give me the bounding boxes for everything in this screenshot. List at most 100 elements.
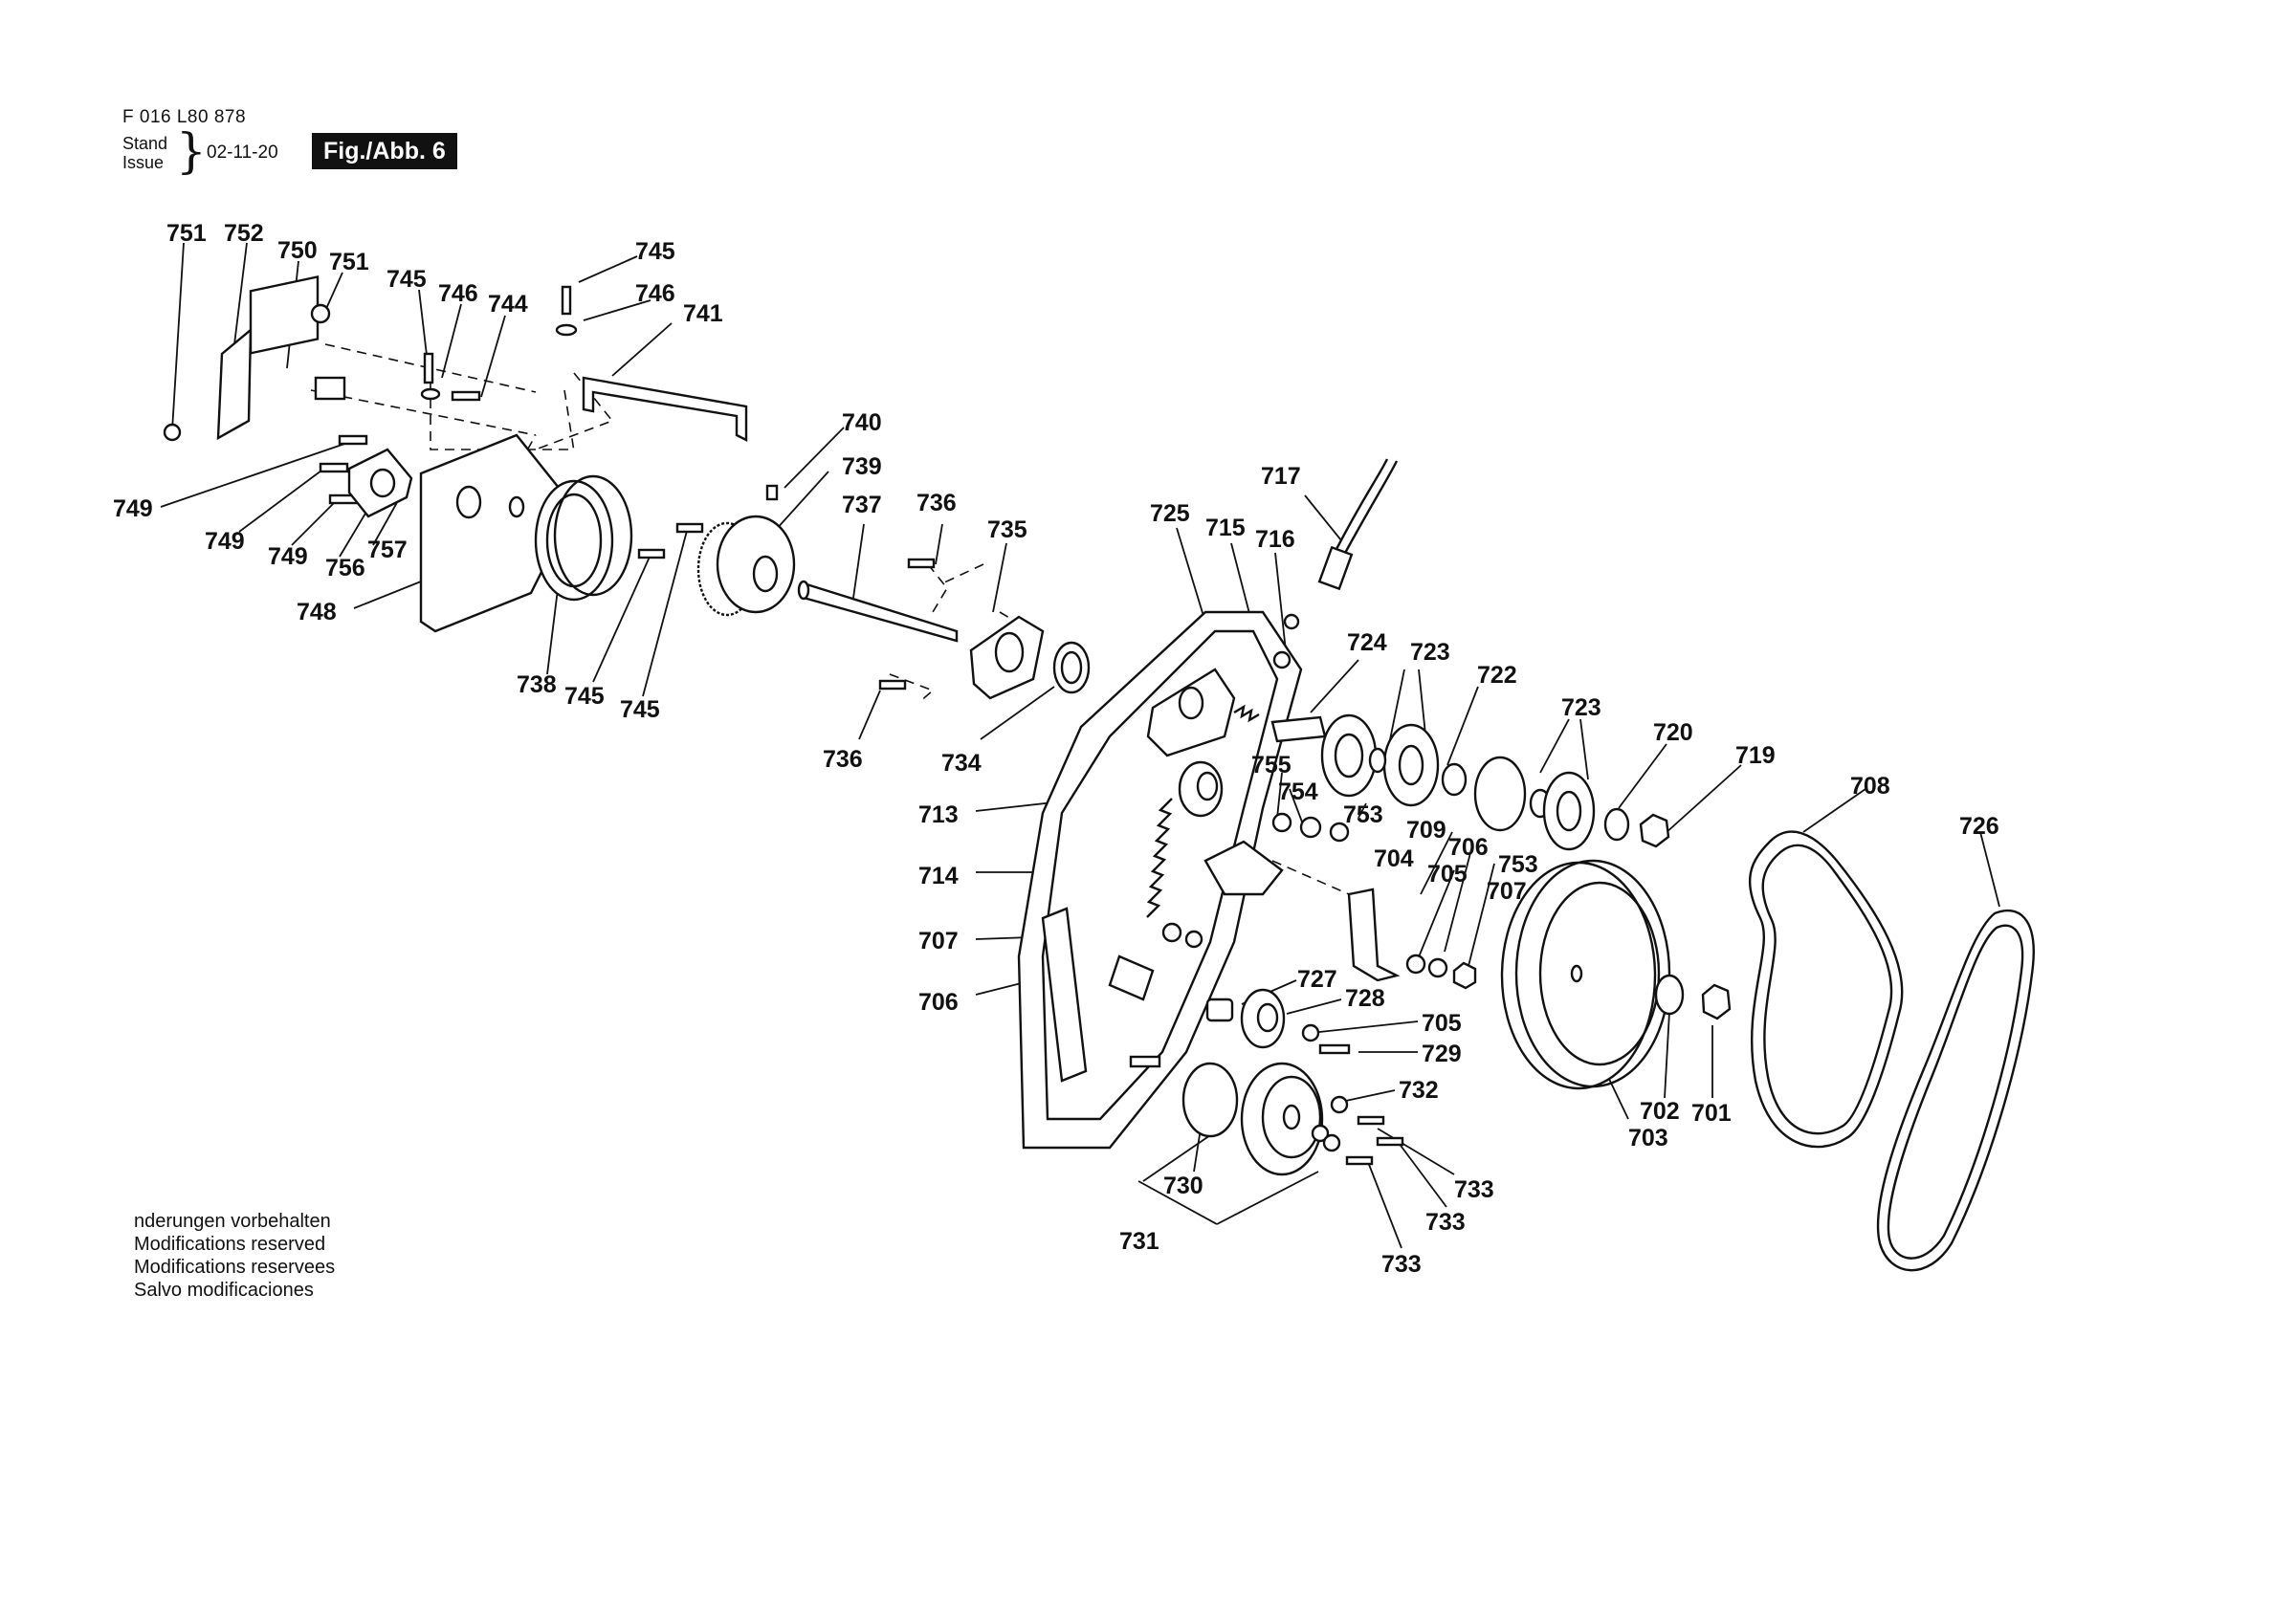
issue-date: 02-11-20 [207, 143, 278, 163]
pulley-731 [1240, 1062, 1324, 1176]
callout-701: 701 [1691, 1100, 1732, 1127]
plate-748 [419, 433, 576, 633]
callout-709: 709 [1406, 817, 1446, 844]
callout-753: 753 [1498, 851, 1538, 878]
spring-715 [1233, 704, 1260, 723]
bracket-704 [1347, 888, 1401, 982]
belt-726 [1876, 909, 2035, 1272]
callout-745: 745 [564, 683, 605, 710]
stand-label: Stand [122, 134, 168, 153]
callout-746: 746 [438, 280, 478, 307]
callout-732: 732 [1399, 1077, 1439, 1104]
callout-748: 748 [297, 599, 337, 625]
callout-labels: 751 752 750 751 745 746 744 745 746 741 … [113, 220, 1999, 1278]
callout-745: 745 [620, 696, 660, 723]
callout-716: 716 [1255, 526, 1295, 553]
callout-744: 744 [488, 291, 528, 318]
callout-717: 717 [1261, 463, 1301, 490]
callout-720: 720 [1653, 719, 1693, 746]
callout-715: 715 [1205, 515, 1246, 541]
belt-pulley-738 [534, 479, 614, 602]
callout-704: 704 [1374, 845, 1414, 872]
idler-713 [1178, 760, 1224, 818]
callout-745: 745 [635, 238, 675, 265]
brace-glyph: } [176, 123, 207, 179]
callout-739: 739 [842, 453, 882, 480]
callout-749: 749 [268, 543, 308, 570]
callout-733: 733 [1425, 1209, 1466, 1236]
callout-756: 756 [325, 555, 365, 581]
callout-723: 723 [1561, 694, 1601, 721]
callout-741: 741 [683, 300, 723, 327]
callout-752: 752 [224, 220, 264, 247]
note-es: Salvo modificaciones [134, 1280, 314, 1301]
callout-714: 714 [918, 863, 959, 889]
callout-722: 722 [1477, 662, 1517, 689]
callout-702: 702 [1640, 1098, 1680, 1125]
bearing-734 [1052, 641, 1091, 694]
parts [163, 274, 2035, 1272]
callout-728: 728 [1345, 985, 1385, 1012]
callout-727: 727 [1297, 966, 1337, 993]
callout-729: 729 [1422, 1041, 1462, 1067]
callout-753: 753 [1343, 801, 1383, 828]
callout-750: 750 [277, 237, 318, 264]
modification-notes: nderungen vorbehalten Modifications rese… [134, 1210, 335, 1302]
callout-738: 738 [517, 671, 557, 698]
leader-lines [160, 242, 2000, 1249]
washer-702 [1654, 974, 1685, 1016]
housing [1017, 610, 1303, 1150]
callout-754: 754 [1278, 779, 1318, 805]
callout-746: 746 [635, 280, 675, 307]
callout-708: 708 [1850, 773, 1890, 800]
callout-707: 707 [1487, 878, 1527, 905]
callout-731: 731 [1119, 1228, 1159, 1255]
document-code: F 016 L80 878 [122, 107, 247, 127]
callout-749: 749 [113, 495, 153, 522]
callout-736: 736 [916, 490, 957, 516]
nut-719 [1639, 813, 1670, 848]
cable-717 [1333, 458, 1389, 554]
callout-737: 737 [842, 492, 882, 518]
spindle-724 [1270, 715, 1327, 743]
callout-724: 724 [1347, 629, 1387, 656]
callout-755: 755 [1251, 752, 1292, 779]
spring-714 [1146, 798, 1173, 918]
callout-751: 751 [329, 249, 369, 275]
pulley-723 [1320, 713, 1378, 798]
note-en: Modifications reserved [134, 1234, 326, 1255]
callout-706: 706 [1448, 834, 1489, 861]
callout-733: 733 [1454, 1176, 1494, 1203]
callout-713: 713 [918, 801, 959, 828]
nut-701 [1701, 983, 1732, 1020]
callout-751: 751 [166, 220, 207, 247]
callout-736: 736 [823, 746, 863, 773]
note-fr: Modifications reservees [134, 1257, 336, 1278]
idler-728 [1240, 988, 1286, 1049]
hub-730 [1181, 1062, 1239, 1138]
callout-723: 723 [1410, 639, 1450, 666]
shaft-737 [802, 581, 959, 643]
callout-726: 726 [1959, 813, 1999, 840]
callout-703: 703 [1628, 1125, 1668, 1151]
callout-706: 706 [918, 989, 959, 1016]
callout-749: 749 [205, 528, 245, 555]
callout-745: 745 [386, 266, 427, 293]
callout-705: 705 [1427, 861, 1468, 888]
bracket-741 [582, 376, 748, 442]
callout-725: 725 [1150, 500, 1190, 527]
cover-752 [216, 327, 253, 441]
callout-735: 735 [987, 516, 1027, 543]
callout-734: 734 [941, 750, 982, 777]
callout-719: 719 [1735, 742, 1776, 769]
callout-740: 740 [842, 409, 882, 436]
callout-733: 733 [1381, 1251, 1422, 1278]
callout-707: 707 [918, 928, 959, 954]
note-de: nderungen vorbehalten [134, 1211, 331, 1232]
callout-705: 705 [1422, 1010, 1462, 1037]
figure-label: Fig./Abb. 6 [312, 133, 457, 169]
issue-label: Issue [122, 153, 165, 172]
callout-757: 757 [367, 537, 408, 563]
